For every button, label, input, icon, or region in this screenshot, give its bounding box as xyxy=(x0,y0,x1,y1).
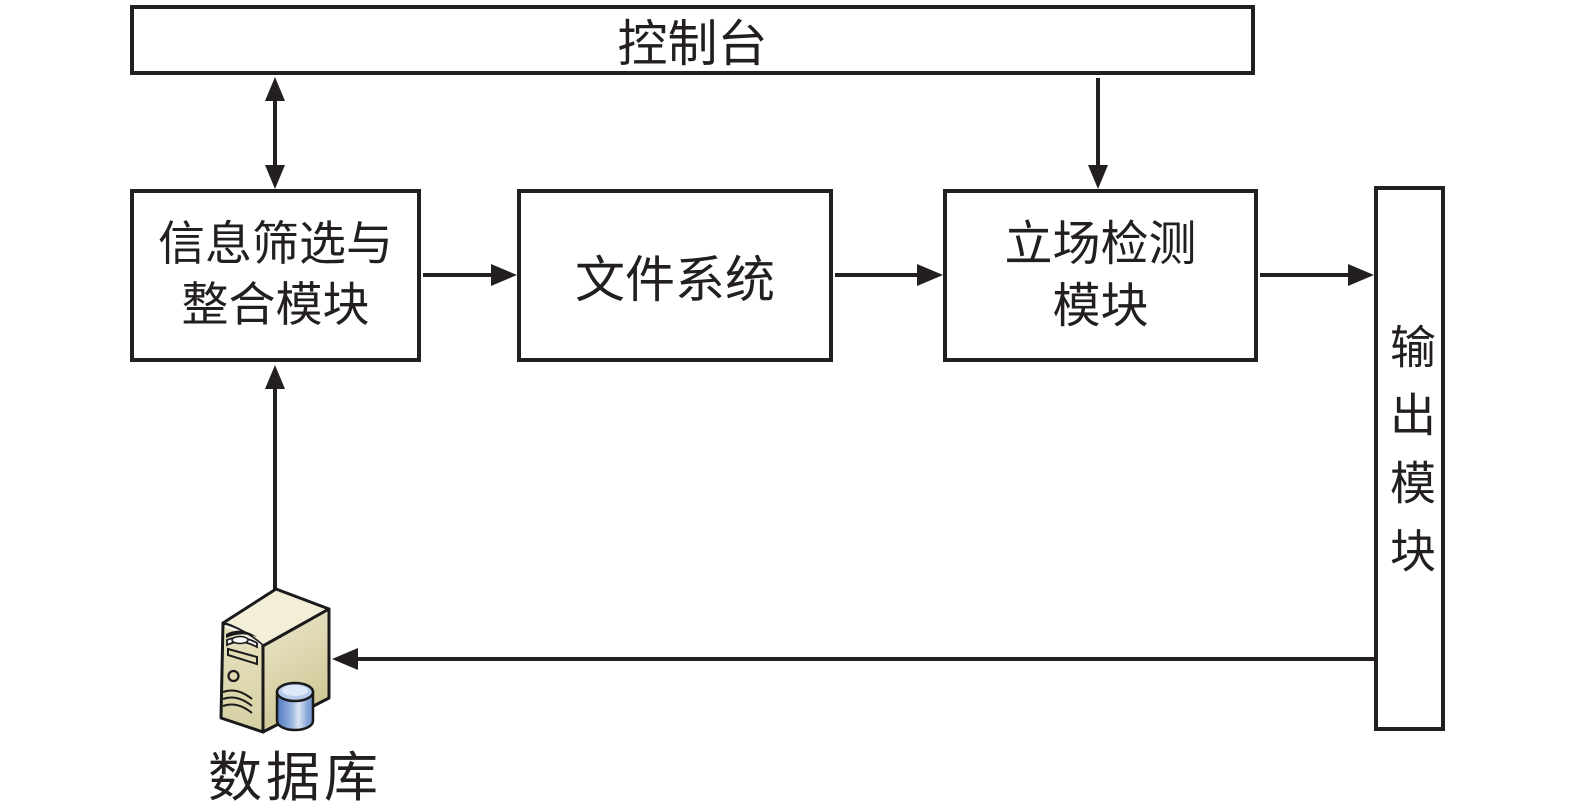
arrowhead-left-icon xyxy=(332,648,358,670)
output-module-label: 输出模块 xyxy=(1384,322,1435,595)
arrowhead-up-icon xyxy=(265,77,285,101)
console-label: 控制台 xyxy=(617,16,768,72)
file-system-label: 文件系统 xyxy=(575,251,775,308)
filter-module-box: 信息筛选与 整合模块 xyxy=(130,189,421,362)
arrowhead-right-icon xyxy=(1348,264,1374,286)
console-box: 控制台 xyxy=(130,5,1255,75)
stance-module-box: 立场检测 模块 xyxy=(943,189,1258,362)
stance-module-label: 立场检测 模块 xyxy=(1004,217,1197,333)
output-module-box: 输出模块 xyxy=(1374,186,1445,731)
filter-module-label: 信息筛选与 整合模块 xyxy=(158,218,393,332)
file-system-box: 文件系统 xyxy=(517,189,833,362)
database-server-icon xyxy=(219,587,331,734)
arrowhead-right-icon xyxy=(917,264,943,286)
arrowhead-right-icon xyxy=(491,264,517,286)
arrowhead-up-icon xyxy=(265,365,285,389)
database-label: 数据库 xyxy=(208,748,382,808)
arrowhead-down-icon xyxy=(1088,165,1108,189)
arrowhead-down-icon xyxy=(265,165,285,189)
